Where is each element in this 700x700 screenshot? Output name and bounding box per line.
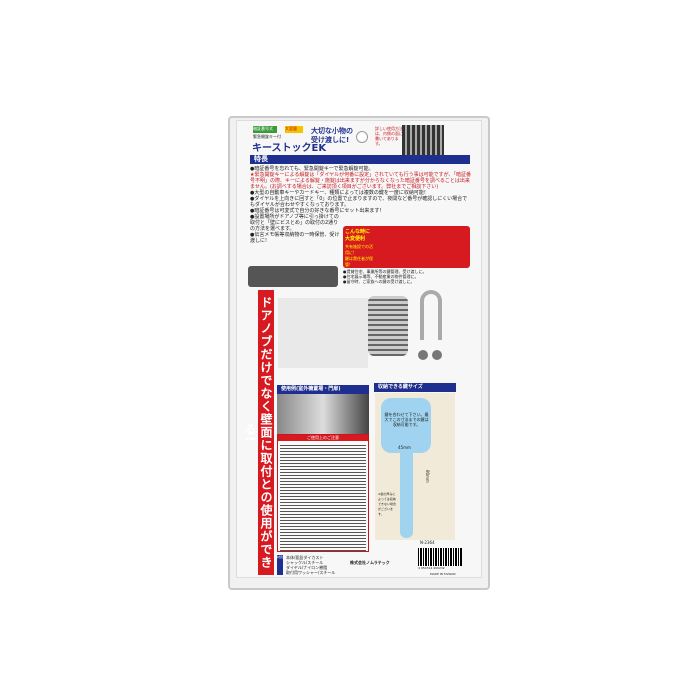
key-blade-shape (400, 450, 413, 538)
callout-line2: 鍵は責任者が保管! (345, 256, 373, 267)
material-line: 取付用ワッシャー/スチール (286, 570, 336, 575)
callout-line1: 共有施設での活用に! (345, 244, 373, 255)
badge-capacity: 大容量 (285, 126, 303, 133)
instruction-image (402, 125, 444, 155)
material-line: シャックル/スチール (286, 560, 324, 565)
feature-item: ●暗証番号を忘れても、緊急開錠キーで緊急解錠可能。 (250, 166, 374, 172)
feature-item: ●大型の自動車キーやカードキー、種類によっては複数の鍵を一度に収納可能! (250, 190, 426, 196)
caution-text (280, 443, 366, 551)
feature-item: ★緊急開錠キーによる解錠は「ダイヤルが何番に設定」されていても行う事は可能ですが… (250, 172, 472, 190)
side-note: 詳しい使用方法は、内側の面に書いてあります。 (375, 126, 403, 146)
parts-diagram (278, 298, 368, 368)
barcode (418, 548, 462, 566)
emergency-key-icon (432, 350, 442, 360)
key-height: 80mm (425, 470, 430, 483)
usage-title: 使用例(室外機置場・門扉) (277, 385, 369, 394)
callout-box: こんな時に大変便利 共有施設での活用に! 鍵は責任者が保管! (343, 226, 470, 268)
product-image (368, 296, 408, 356)
hang-hole (356, 131, 368, 143)
materials-list: 本体/亜鉛ダイカスト シャックル/スチール ダイヤル/ナイロン樹脂 取付用ワッシ… (286, 555, 346, 575)
callout-title: こんな時に大変便利 (345, 229, 371, 242)
badge-lock-type: 暗証番号式 (253, 126, 277, 133)
features-title: 特長 (250, 155, 470, 164)
callout-item: ●賃貸住宅、事業所等の鍵管理、受け渡しに。 (343, 269, 427, 274)
product-code: N-2364 (420, 540, 435, 545)
callout-item: ●住宅展示場等、不動産業の物件管理に。 (343, 274, 419, 279)
key-thickness-note: ※鍵の厚みによっては収納できない場合がございます。 (378, 492, 397, 516)
key-head-shape (381, 398, 431, 453)
material-line: ダイヤル/ナイロン樹脂 (286, 565, 328, 570)
key-width: 45mm (398, 445, 411, 450)
keys-photo (248, 266, 338, 287)
feature-item: ●伝言メモ帳等収納物の一時保管、受け渡しに! (250, 232, 340, 244)
barcode-number: 4 950314 400232 (418, 566, 445, 570)
shackle-image (420, 290, 442, 340)
feature-item: ●設置場所がドアノブ等に引っ掛けての取付と「壁にビスとめ」の取付の2通りの方法を… (250, 214, 339, 232)
caution-title: ご使用上のご注意 (278, 435, 368, 441)
subtitle: 緊急開錠キー付 (253, 134, 281, 139)
emergency-key-icon (418, 350, 428, 360)
features-list: ●暗証番号を忘れても、緊急開錠キーで緊急解錠可能。 ★緊急開錠キーによる解錠は「… (250, 166, 472, 244)
key-size-note: 鍵を合わせて下さい。最大でこの寸法までの鍵は収納可能です。 (384, 412, 429, 427)
maker: 株式会社ノムラテック (350, 560, 390, 565)
made-in: MADE IN TAIWAN (430, 572, 456, 576)
key-size-title: 収納できる鍵サイズ (374, 383, 456, 392)
feature-item: ●ダイヤルを上向きに回すと「0」の位置で止まりますので、夜間など番号が確認しにく… (250, 196, 468, 208)
tagline: 大切な小物の受け渡しに! (311, 127, 353, 144)
callout-list: ●賃貸住宅、事業所等の鍵管理、受け渡しに。 ●住宅展示場等、不動産業の物件管理に… (343, 269, 470, 284)
callout-item: ●留守時、ご家族への鍵の受け渡しに。 (343, 279, 415, 284)
product-name: キーストックEK (252, 143, 327, 154)
usage-photo (277, 394, 369, 434)
material-line: 本体/亜鉛ダイカスト (286, 555, 324, 560)
feature-item: ●暗証番号は可変式で自分の好きな番号にセット出来ます! (250, 208, 382, 214)
materials-label: 材質 (277, 555, 283, 575)
caution-box: ご使用上のご注意 (277, 434, 369, 552)
vertical-banner: ドアノブだけでなく壁面に取付との使用ができる! (243, 290, 274, 575)
